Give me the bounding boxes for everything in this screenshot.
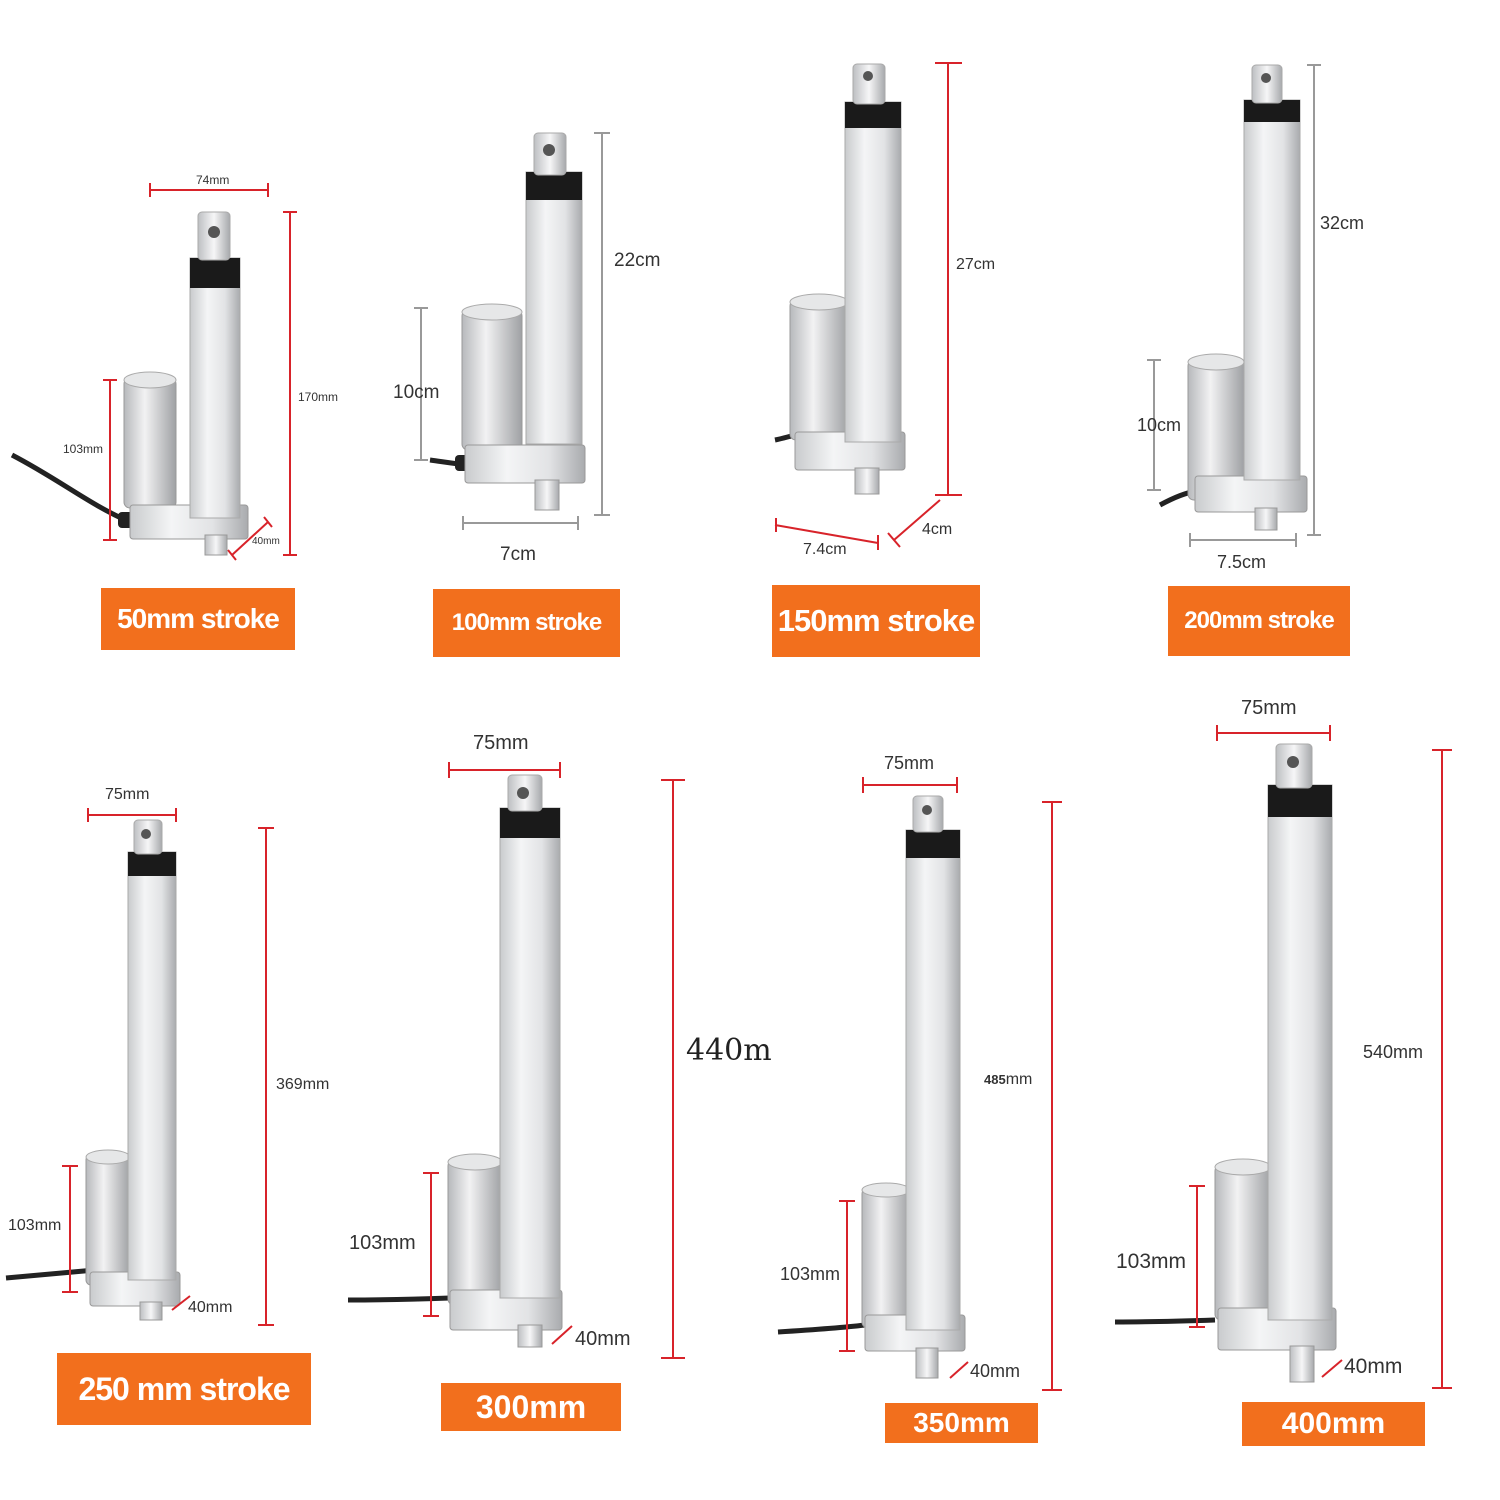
stroke-badge-250mm: 250 mm stroke [57, 1353, 311, 1425]
width-label-150: 7.4cm [803, 541, 847, 558]
motor-label-200: 10cm [1137, 415, 1182, 435]
actuator-100mm-image [429, 132, 586, 511]
height-label-100: 22cm [614, 250, 661, 271]
depth-label-150: 4cm [922, 521, 953, 538]
actuator-300mm-image [347, 774, 563, 1348]
depth-label-50: 40mm [252, 536, 280, 547]
width-label-100: 7cm [500, 544, 536, 565]
actuator-50mm-image [10, 211, 249, 556]
motor-label-300: 103mm [349, 1232, 416, 1254]
height-label-400: 540mm [1363, 1042, 1424, 1062]
height-label-350: 485mm [984, 1071, 1033, 1088]
stroke-badge-300mm: 300mm [441, 1383, 621, 1431]
height-label-200: 32cm [1320, 213, 1365, 233]
dimension-lines-gray [414, 64, 1321, 547]
dimension-lines-red-150 [774, 62, 962, 550]
height-label-150: 27cm [956, 256, 996, 273]
motor-label-400: 103mm [1116, 1250, 1187, 1273]
motor-label-50: 103mm [63, 442, 104, 456]
depth-label-400: 40mm [1344, 1355, 1403, 1378]
actuator-200mm-image [1158, 64, 1308, 531]
depth-label-350: 40mm [970, 1361, 1021, 1381]
stroke-badge-50mm: 50mm stroke [101, 588, 295, 650]
width-label-50: 74mm [196, 173, 230, 187]
actuator-400mm-image [1114, 743, 1337, 1383]
stroke-badge-200mm: 200mm stroke [1168, 586, 1350, 656]
motor-label-350: 103mm [780, 1264, 841, 1284]
depth-label-250: 40mm [188, 1299, 233, 1316]
stroke-badge-100mm: 100mm stroke [433, 589, 620, 657]
motor-label-250: 103mm [8, 1217, 62, 1234]
width-label-200: 7.5cm [1217, 552, 1267, 572]
height-label-300: 440m [686, 1033, 772, 1068]
stroke-badge-350mm: 350mm [885, 1403, 1038, 1443]
width-label-250: 75mm [105, 786, 150, 803]
motor-label-100: 10cm [393, 382, 440, 403]
height-label-250: 369mm [276, 1076, 330, 1093]
dimension-lines [62, 183, 1452, 1391]
actuator-150mm-image [774, 63, 906, 495]
actuator-250mm-image [5, 819, 181, 1321]
height-label-50: 170mm [298, 390, 339, 404]
width-label-350: 75mm [884, 753, 935, 773]
depth-label-300: 40mm [575, 1328, 631, 1350]
actuator-350mm-image [777, 795, 966, 1379]
width-label-400: 75mm [1241, 697, 1297, 719]
stroke-badge-150mm: 150mm stroke [772, 585, 980, 657]
width-label-300: 75mm [473, 732, 529, 754]
stroke-badge-400mm: 400mm [1242, 1402, 1425, 1446]
